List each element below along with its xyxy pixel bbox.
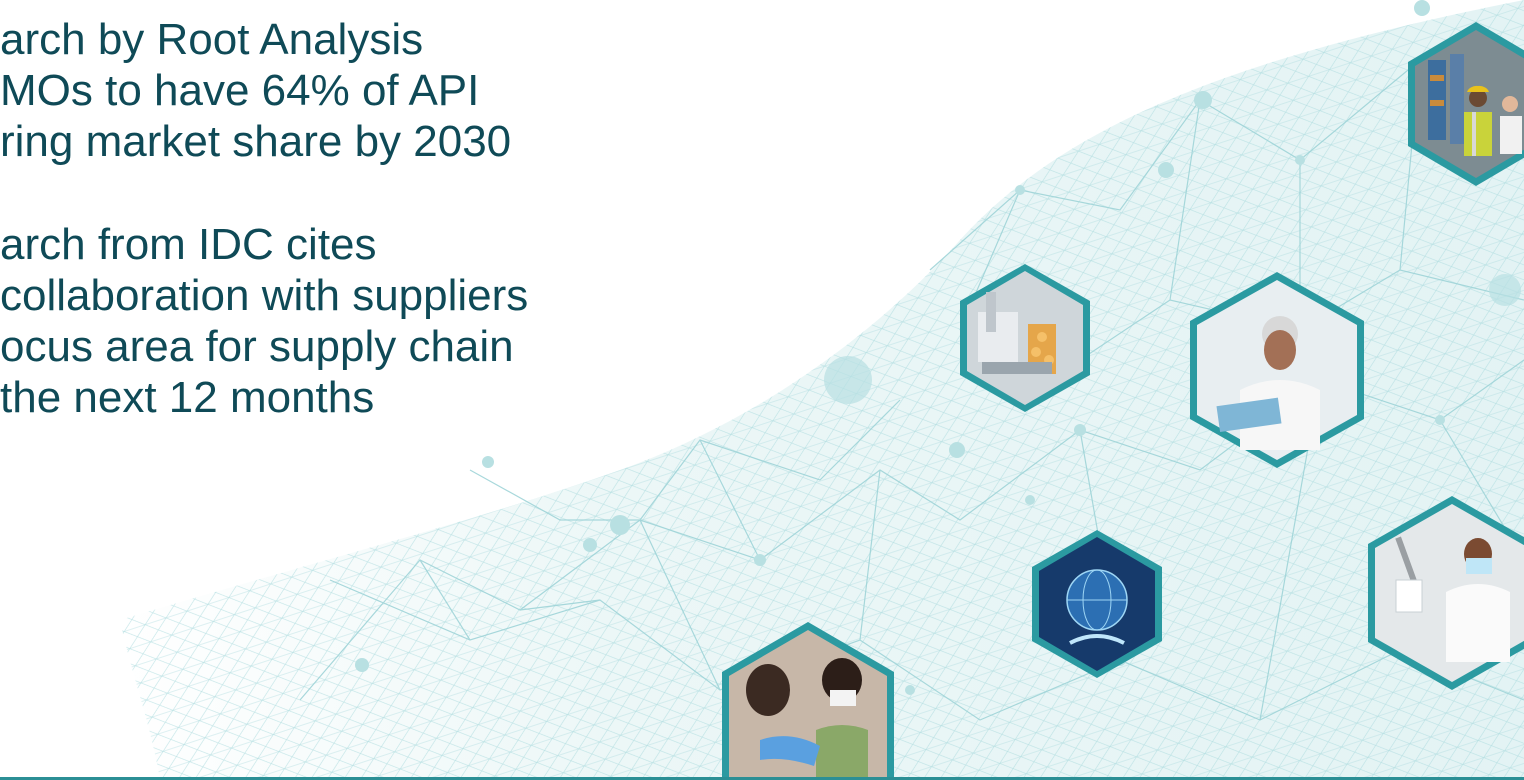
hexagon-photo-researcher-pipette [1368, 496, 1524, 690]
hexagon-photo-scientist-reviewing [1190, 272, 1364, 468]
hexagon-photo-child-vaccination [722, 622, 894, 780]
paragraph-2-line-3: ocus area for supply chain [0, 322, 514, 371]
paragraph-spacer [0, 167, 700, 219]
hexagon-photo-lab-automation [960, 264, 1090, 412]
hexagon-photo-warehouse-workers [1408, 22, 1524, 186]
paragraph-2-line-2: collaboration with suppliers [0, 271, 529, 320]
bottom-divider [0, 777, 1524, 780]
paragraph-2-line-1: arch from IDC cites [0, 220, 377, 269]
paragraph-1-line-1: arch by Root Analysis [0, 15, 424, 64]
body-text: arch by Root Analysis MOs to have 64% of… [0, 14, 700, 423]
paragraph-1-line-2: MOs to have 64% of API [0, 66, 480, 115]
paragraph-1-line-3: ring market share by 2030 [0, 117, 512, 166]
paragraph-2-line-4: the next 12 months [0, 373, 375, 422]
hexagon-photo-digital-globe [1032, 530, 1162, 678]
